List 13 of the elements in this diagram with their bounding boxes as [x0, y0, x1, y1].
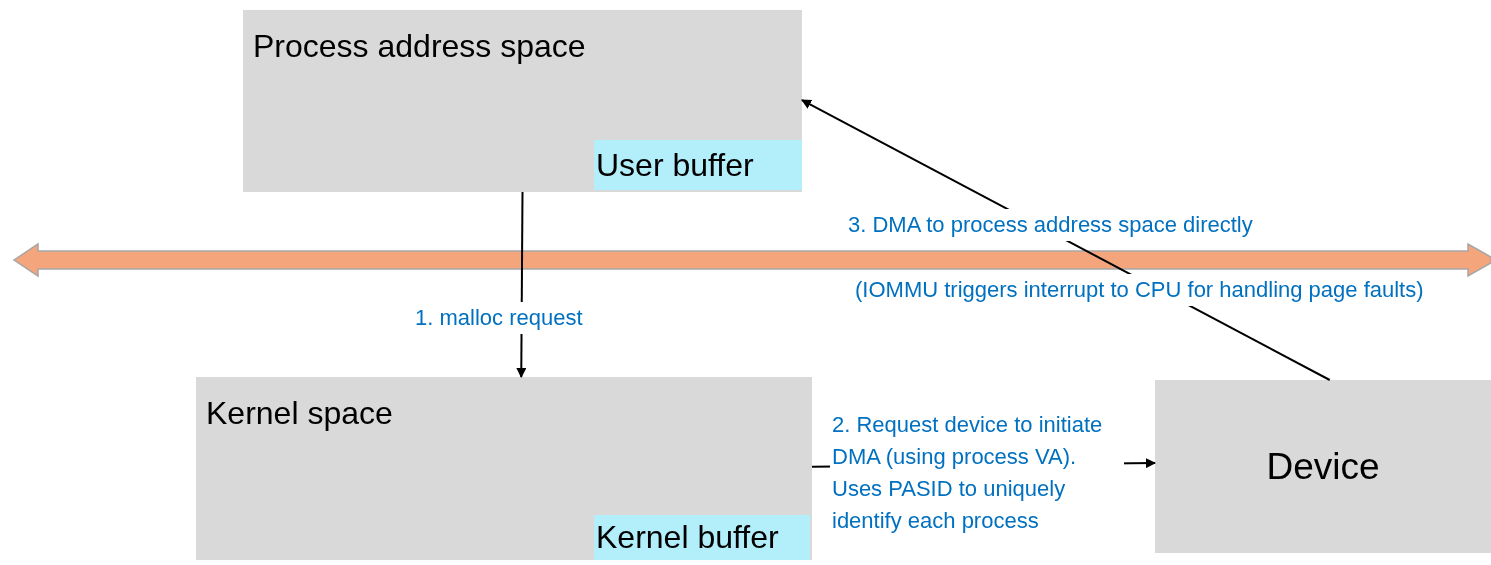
box-label: Kernel space	[206, 395, 393, 432]
region-box	[1155, 380, 1491, 553]
buffer-box	[594, 140, 802, 190]
box-label: Kernel buffer	[596, 519, 779, 556]
box-label: Process address space	[253, 28, 586, 65]
box-label: User buffer	[596, 146, 754, 184]
region-box	[196, 377, 812, 560]
buffer-box	[594, 515, 810, 560]
edge-label: 3. DMA to process address space directly	[846, 209, 1255, 241]
edge-label: 1. malloc request	[413, 302, 585, 334]
region-box	[243, 10, 802, 192]
box-label: Device	[1266, 445, 1380, 488]
note-text: (IOMMU triggers interrupt to CPU for handling page faults)	[853, 274, 1426, 306]
